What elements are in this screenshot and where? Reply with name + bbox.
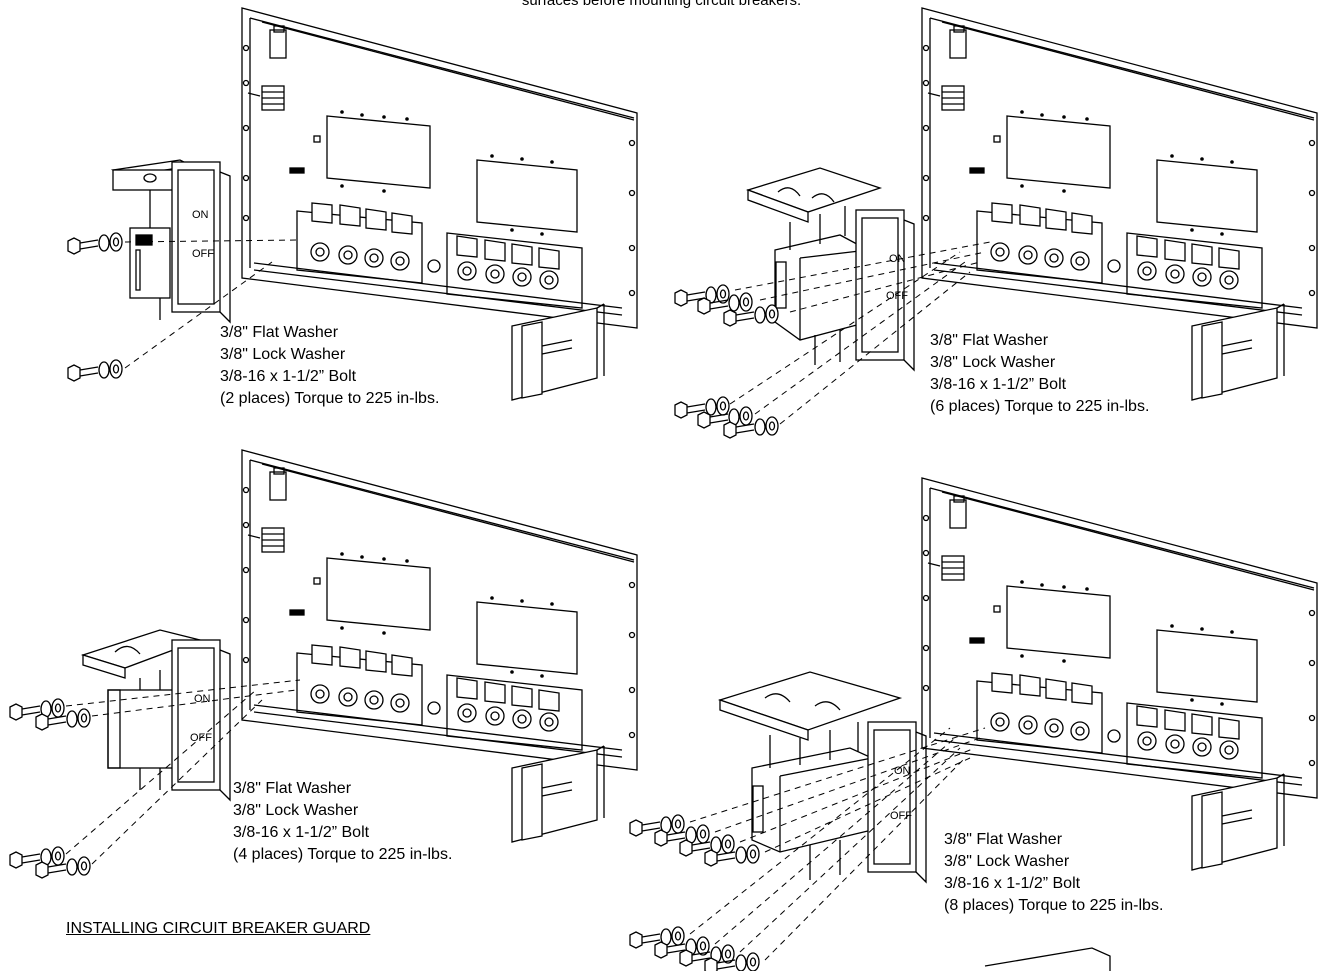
breaker-1: ON OFF xyxy=(110,159,231,323)
off-label: OFF xyxy=(192,248,214,260)
section-title: INSTALLING CIRCUIT BREAKER GUARD xyxy=(66,920,371,937)
callout-line: (6 places) Torque to 225 in-lbs. xyxy=(930,398,1150,415)
callout-6-places: 3/8" Flat Washer 3/8" Lock Washer 3/8-16… xyxy=(930,330,1149,418)
callout-line: 3/8" Flat Washer xyxy=(233,780,352,797)
callout-line: 3/8-16 x 1-1/2” Bolt xyxy=(233,824,370,841)
on-label: ON xyxy=(894,765,911,777)
header-note: surfaces before mounting circuit breaker… xyxy=(521,0,802,9)
callout-line: 3/8" Lock Washer xyxy=(944,853,1070,870)
breaker-2: ON OFF xyxy=(745,167,915,371)
off-label: OFF xyxy=(890,810,912,822)
off-label: OFF xyxy=(886,290,908,302)
callout-line: 3/8-16 x 1-1/2” Bolt xyxy=(930,376,1067,393)
callout-8-places: 3/8" Flat Washer 3/8" Lock Washer 3/8-16… xyxy=(944,829,1163,917)
callout-line: 3/8" Flat Washer xyxy=(930,332,1049,349)
callout-line: 3/8-16 x 1-1/2” Bolt xyxy=(944,875,1081,892)
callout-line: 3/8" Lock Washer xyxy=(930,354,1056,371)
breaker-3: ON OFF xyxy=(80,629,231,801)
callout-line: 3/8-16 x 1-1/2” Bolt xyxy=(220,368,357,385)
callout-line: 3/8" Lock Washer xyxy=(233,802,359,819)
callout-4-places: 3/8" Flat Washer 3/8" Lock Washer 3/8-16… xyxy=(233,778,452,866)
on-label: ON xyxy=(192,209,209,221)
callout-line: 3/8" Flat Washer xyxy=(944,831,1063,848)
callout-line: (4 places) Torque to 225 in-lbs. xyxy=(233,846,453,863)
callout-line: (8 places) Torque to 225 in-lbs. xyxy=(944,897,1164,914)
callout-line: 3/8" Flat Washer xyxy=(220,324,339,341)
on-label: ON xyxy=(194,693,211,705)
callout-line: (2 places) Torque to 225 in-lbs. xyxy=(220,390,440,407)
panel-4 xyxy=(921,477,1318,871)
callout-2-places: 3/8" Flat Washer 3/8" Lock Washer 3/8-16… xyxy=(220,322,439,410)
callout-line: 3/8" Lock Washer xyxy=(220,346,346,363)
